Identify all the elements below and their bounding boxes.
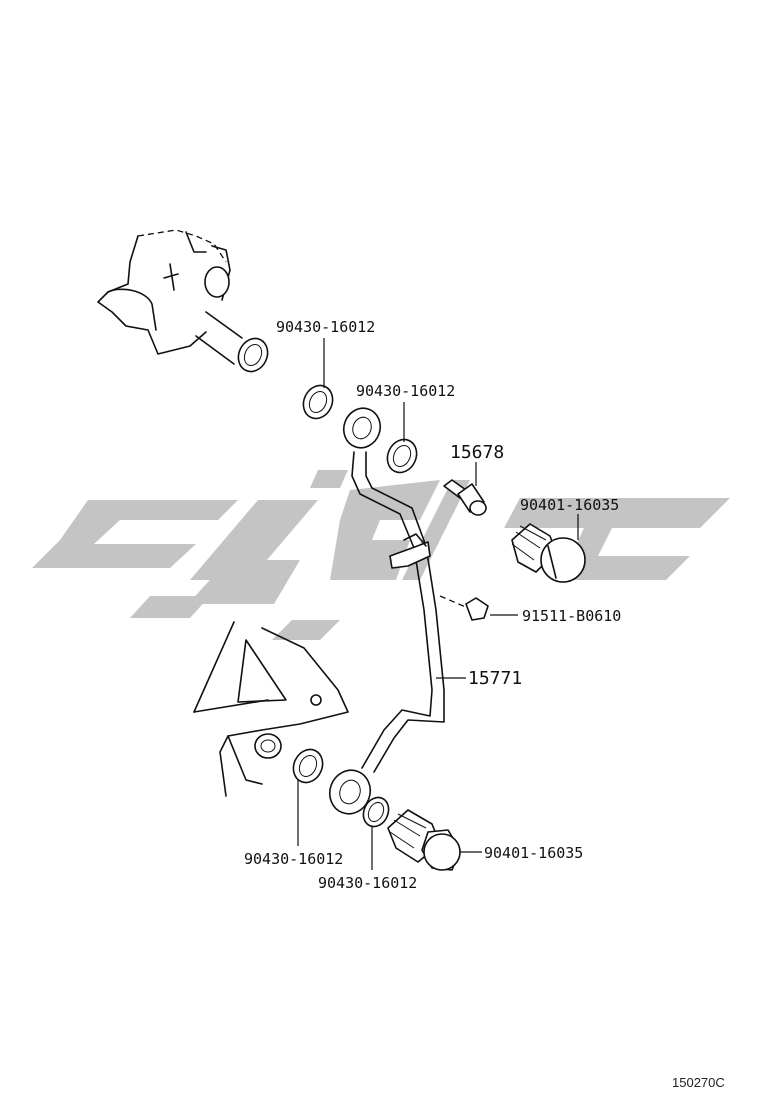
callout-gasket-top-1: 90430-16012 (276, 318, 375, 336)
gasket-ring-3 (292, 748, 324, 784)
watermark-logo (32, 470, 730, 640)
union-bolt-bottom (387, 809, 461, 871)
engine-block-top (97, 229, 269, 373)
callout-pipe-15771: 15771 (468, 668, 522, 689)
union-bolt-top (511, 523, 586, 583)
callout-union-bolt-top: 90401-16035 (520, 496, 619, 514)
callout-part-15678: 15678 (450, 442, 504, 463)
callout-gasket-bottom-1: 90430-16012 (244, 850, 343, 868)
callout-bolt-91511: 91511-B0610 (522, 607, 621, 625)
figure-code: 150270C (672, 1075, 725, 1090)
engine-bracket-bottom (193, 621, 349, 797)
callout-labels: 90430-16012 90430-16012 15678 90401-1603… (244, 318, 621, 892)
gasket-ring-4 (362, 796, 390, 828)
callout-union-bolt-bottom: 90401-16035 (484, 844, 583, 862)
sensor-15678 (443, 479, 487, 516)
callout-gasket-top-2: 90430-16012 (356, 382, 455, 400)
leader-lines (297, 338, 579, 870)
gasket-ring-1 (302, 384, 334, 420)
gasket-ring-2 (386, 438, 418, 474)
small-bolt (439, 595, 489, 621)
callout-gasket-bottom-2: 90430-16012 (318, 874, 417, 892)
oil-pipe (328, 407, 445, 815)
